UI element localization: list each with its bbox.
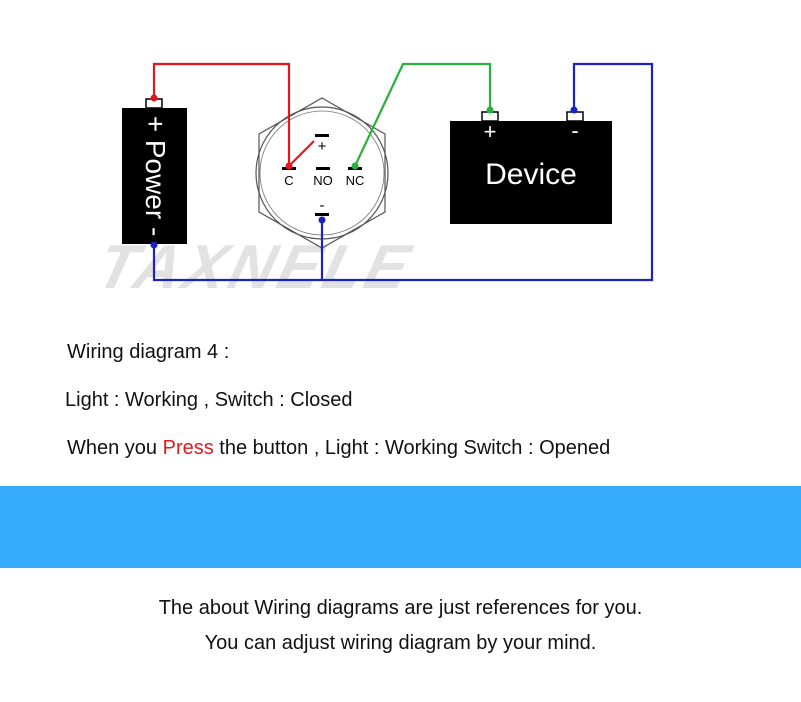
blue-band bbox=[0, 486, 801, 568]
press-suffix: the button , Light : Working Switch : Op… bbox=[213, 437, 611, 459]
pin-c-label: C bbox=[284, 173, 293, 188]
red-dot-c bbox=[285, 162, 293, 170]
pin-minus-label: - bbox=[320, 197, 325, 214]
red-wire bbox=[152, 62, 291, 150]
device-label: Device bbox=[485, 158, 577, 191]
state-closed-text: Light : Working , Switch : Closed bbox=[65, 389, 353, 411]
blue-dot-switch bbox=[318, 216, 326, 224]
pin-plus-bar bbox=[315, 134, 329, 137]
press-prefix: When you bbox=[67, 437, 163, 459]
press-word: Press bbox=[162, 437, 214, 459]
pin-minus-bar bbox=[315, 213, 329, 216]
wiring-diagram: TAXNELE + Power - + C NO NC - + - Device bbox=[90, 62, 654, 300]
pin-no-label: NO bbox=[313, 173, 333, 188]
blue-dot-device bbox=[570, 106, 578, 114]
red-dot-power bbox=[150, 94, 158, 102]
power-label: + Power - bbox=[140, 116, 171, 237]
device-block bbox=[450, 121, 612, 224]
green-dot-nc bbox=[351, 162, 359, 170]
device-plus-label: + bbox=[484, 119, 497, 144]
green-wire bbox=[354, 62, 492, 167]
press-instruction: When you Press the button , Light : Work… bbox=[67, 437, 610, 460]
green-dot-device bbox=[486, 106, 494, 114]
note-line-1: The about Wiring diagrams are just refer… bbox=[158, 597, 643, 619]
pin-plus-label: + bbox=[318, 138, 327, 155]
red-wire-to-c bbox=[288, 140, 315, 167]
device-minus-label: - bbox=[571, 118, 578, 143]
watermark-text: TAXNELE bbox=[90, 233, 420, 300]
note-line-2: You can adjust wiring diagram by your mi… bbox=[204, 632, 597, 654]
pin-nc-label: NC bbox=[346, 173, 365, 188]
blue-wire bbox=[152, 62, 654, 282]
pin-no-bar bbox=[316, 167, 330, 170]
power-supply-block bbox=[122, 108, 187, 244]
blue-dot-power bbox=[150, 241, 158, 249]
diagram-title: Wiring diagram 4 : bbox=[67, 341, 230, 363]
